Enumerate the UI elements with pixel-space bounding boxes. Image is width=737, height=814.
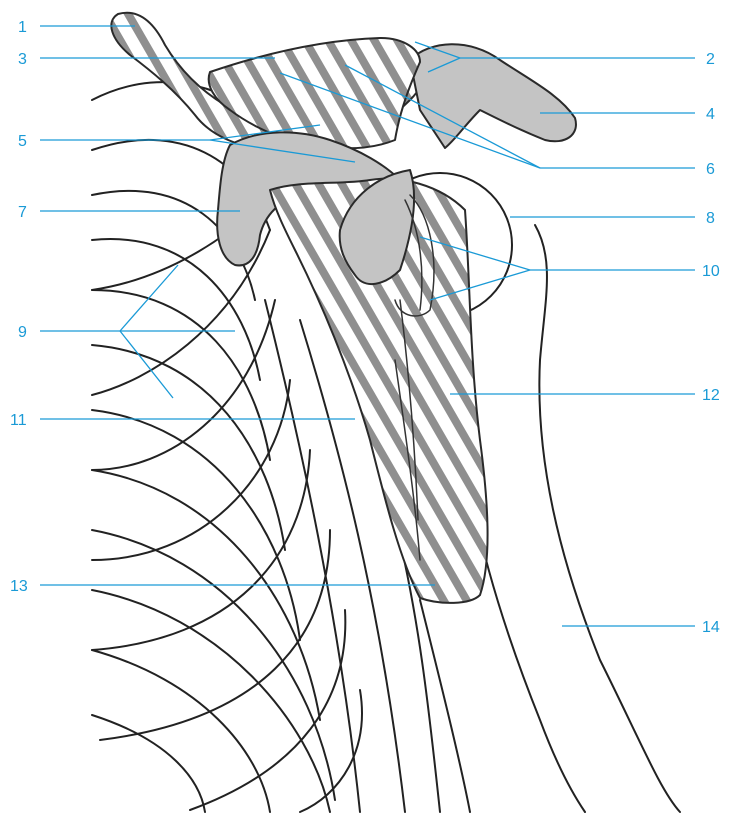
label-4: 4 [706,106,715,123]
rib-9 [92,530,335,800]
label-8: 8 [706,210,715,227]
label-13: 13 [10,578,28,595]
rib-7 [92,410,300,640]
rib-cross-5 [92,450,310,650]
rib-lateral-2 [265,300,360,812]
acromion [410,44,576,148]
label-6: 6 [706,161,715,178]
label-5: 5 [18,133,27,150]
label-11: 11 [10,412,27,429]
humerus-lateral-edge [535,225,680,812]
label-1: 1 [18,19,27,36]
label-7: 7 [18,204,27,221]
label-12: 12 [702,387,720,404]
label-2: 2 [706,51,715,68]
rib-12 [92,715,205,812]
label-10: 10 [702,263,720,280]
rib-cross-4 [92,380,290,560]
rib-11 [92,650,270,812]
label-14: 14 [702,619,720,636]
rib-6 [92,345,285,550]
rib-10 [92,590,330,812]
rib-8 [92,470,320,720]
label-3: 3 [18,51,27,68]
label-9: 9 [18,324,27,341]
